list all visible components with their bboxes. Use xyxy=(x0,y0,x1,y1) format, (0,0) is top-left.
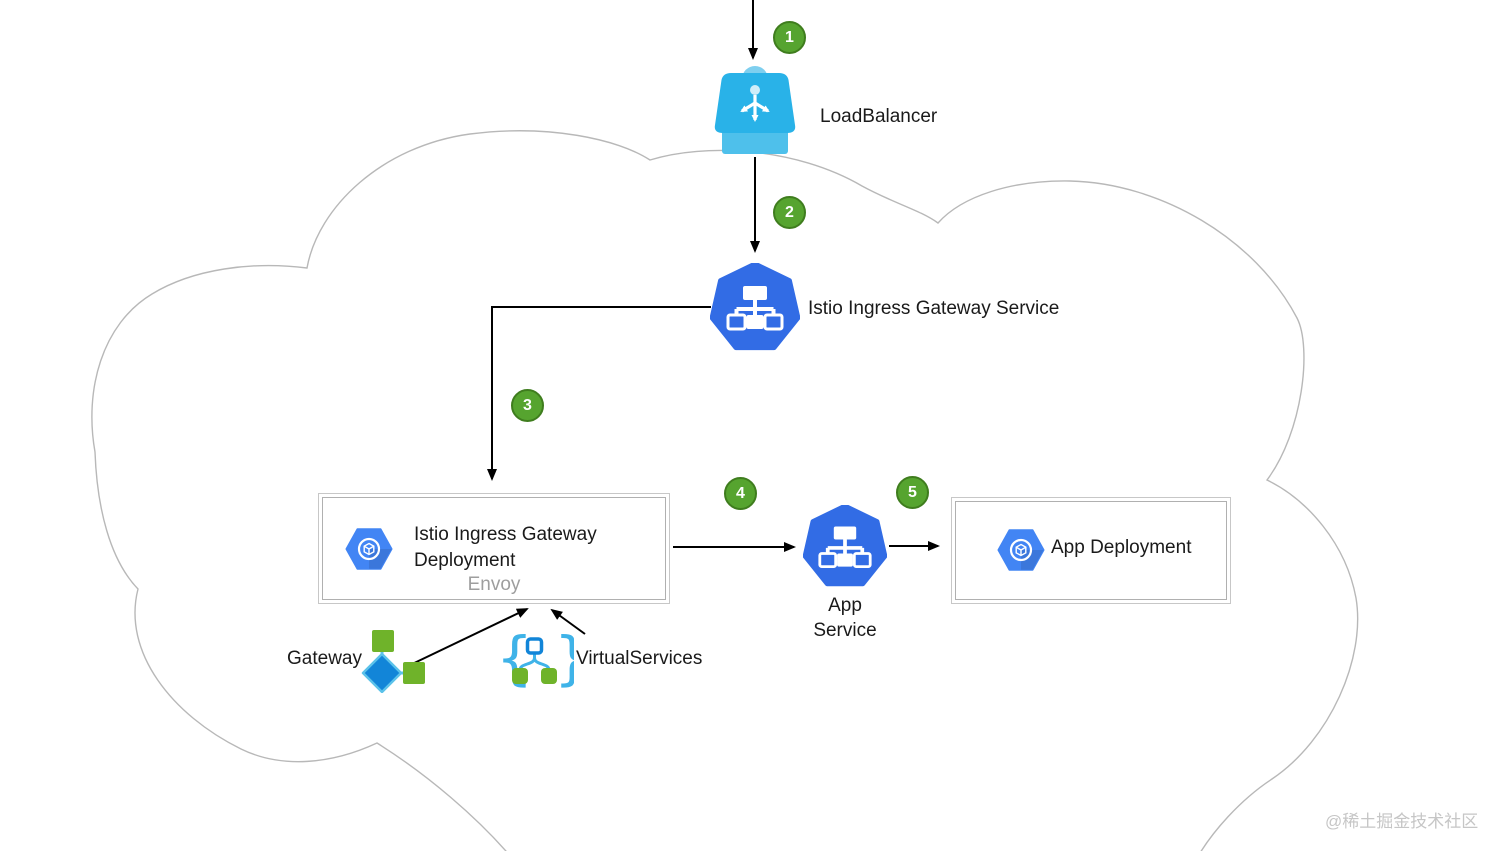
load-balancer-label: LoadBalancer xyxy=(820,106,938,127)
gke-deployment-icon xyxy=(345,528,393,570)
step-badge-2: 2 xyxy=(773,196,806,229)
ingress-gateway-deployment-inner-border xyxy=(322,497,666,600)
arrow-virtualservices-to-deployment xyxy=(550,608,586,635)
gke-deployment-icon xyxy=(997,529,1045,571)
app-service-label: App Service xyxy=(803,593,887,643)
k8s-service-icon xyxy=(709,261,801,351)
step-badge-4: 4 xyxy=(724,477,757,510)
virtual-services-label: VirtualServices xyxy=(576,648,703,669)
app-service-node xyxy=(802,503,888,594)
app-deployment-inner-border xyxy=(955,501,1227,600)
gcp-load-balancer-icon xyxy=(714,66,796,154)
k8s-service-icon xyxy=(802,503,888,587)
app-deployment-icon-wrap xyxy=(997,526,1045,579)
app-deployment-label: App Deployment xyxy=(1051,537,1192,558)
virtual-services-node: { } xyxy=(496,624,591,697)
virtualservices-brace-right: } xyxy=(554,630,574,692)
app-service-label-line2: Service xyxy=(813,620,877,641)
ingress-gateway-service-label: Istio Ingress Gateway Service xyxy=(808,298,1060,319)
step-badge-1: 1 xyxy=(773,21,806,54)
envoy-sublabel: Envoy xyxy=(467,574,521,595)
ingress-gateway-deployment-box: Istio Ingress Gateway Deployment Envoy xyxy=(318,493,670,604)
cluster-cloud-outline xyxy=(91,130,1359,851)
watermark-text: @稀土掘金技术社区 xyxy=(1325,812,1479,831)
gateway-label: Gateway xyxy=(287,648,362,669)
ingress-deployment-label-line2: Deployment xyxy=(414,550,516,571)
ingress-deployment-icon-wrap xyxy=(345,525,393,578)
app-deployment-box: App Deployment xyxy=(951,497,1231,604)
ingress-deployment-label-line1: Istio Ingress Gateway xyxy=(414,524,597,545)
step-badge-3: 3 xyxy=(511,389,544,422)
app-service-label-line1: App xyxy=(828,595,862,616)
load-balancer-node xyxy=(709,63,801,163)
arrow-step3-service-to-deployment xyxy=(487,306,711,481)
istio-gateway-icon xyxy=(361,630,425,694)
gateway-node xyxy=(349,629,427,698)
istio-virtualservices-icon: { } xyxy=(496,624,591,692)
step-badge-5: 5 xyxy=(896,476,929,509)
ingress-gateway-service-node xyxy=(709,261,801,358)
arrow-gateway-to-deployment xyxy=(407,608,529,667)
